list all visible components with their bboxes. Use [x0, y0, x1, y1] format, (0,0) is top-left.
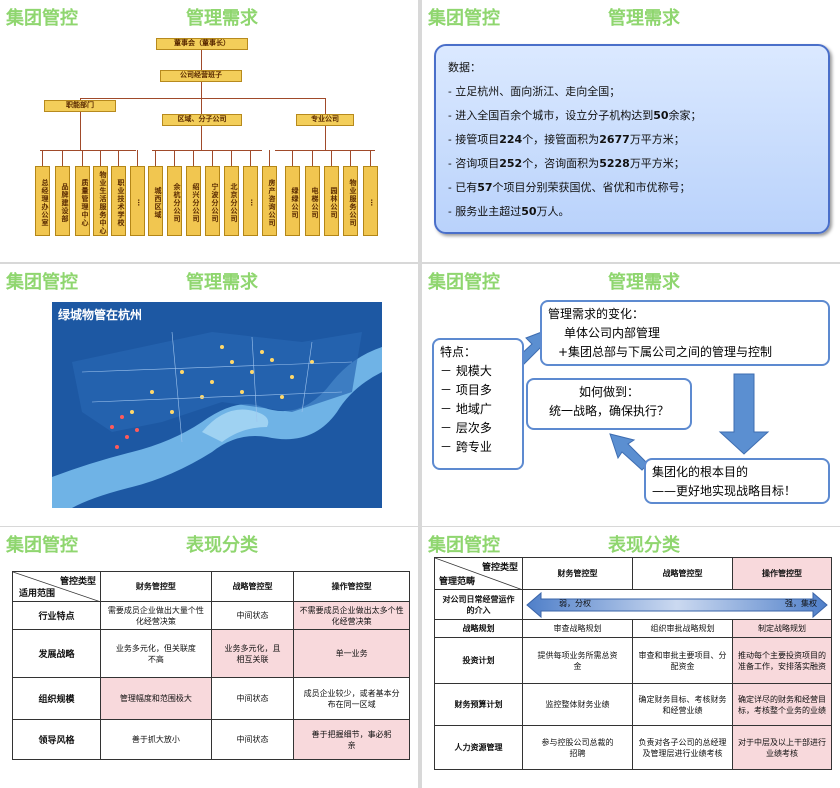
- intervention-arrow: [526, 591, 828, 618]
- slide-title-left: 集团管控: [6, 535, 78, 556]
- goal-text: ——更好地实现战略目标！: [652, 484, 797, 498]
- slide-title-left: 集团管控: [6, 8, 78, 29]
- data-line-6: - 服务业主超过50万人。: [448, 205, 570, 218]
- data-heading: 数据：: [448, 61, 481, 74]
- org-leaf: 北京分公司: [224, 166, 239, 236]
- org-leaf: 职业技术学校: [111, 166, 126, 236]
- org-leaf: 宁波分公司: [205, 166, 220, 236]
- org-leaf: …: [363, 166, 378, 236]
- slide-title-right: 管理需求: [608, 8, 680, 29]
- change-heading: 管理需求的变化：: [548, 307, 645, 321]
- hangzhou-map: 绿城物管在杭州: [52, 302, 382, 508]
- org-leaf: …: [243, 166, 258, 236]
- feature-2: － 项目多: [440, 383, 492, 397]
- org-leaf: 品牌建设部: [55, 166, 70, 236]
- control-scope-table: 管控类型 管理范畴 财务管控型 战略管控型 操作管控型 对公司日常经营运作的介入…: [434, 557, 832, 770]
- slide-title-left: 集团管控: [6, 272, 78, 293]
- feature-4: － 层次多: [440, 421, 492, 435]
- org-region: 区域、分子公司: [162, 114, 242, 126]
- map-title: 绿城物管在杭州: [58, 308, 143, 322]
- org-leaf: 绿绿公司: [285, 166, 300, 236]
- goal-heading: 集团化的根本目的: [652, 465, 749, 479]
- how-text: 统一战略，确保执行？: [548, 404, 669, 418]
- how-box: 如何做到： 统一战略，确保执行？: [526, 378, 692, 430]
- slide-data: 集团管控 管理需求 数据： - 立足杭州、面向浙江、走向全国； - 进入全国百余…: [422, 0, 840, 262]
- slide-title-left: 集团管控: [428, 8, 500, 29]
- table-row: 对公司日常经营运作的介入 弱，分权 强，集权: [434, 589, 832, 620]
- org-leaf: 园林公司: [324, 166, 339, 236]
- table-row: 发展战略 业务多元化，但关联度不高 业务多元化，且相互关联 单一业务: [12, 629, 410, 678]
- change-item-2: +集团总部与下属公司之间的管理与控制: [558, 345, 773, 359]
- change-box: 管理需求的变化： 单体公司内部管理 +集团总部与下属公司之间的管理与控制: [540, 300, 830, 366]
- table-row: 组织规模 管理幅度和范围极大 中间状态 成员企业较少，或者基本分布在同一区域: [12, 677, 410, 720]
- slide-title-right: 管理需求: [186, 8, 258, 29]
- slide-map: 集团管控 管理需求 绿城物管在杭州: [0, 264, 418, 526]
- col-header-2: 战略管控型: [632, 557, 733, 590]
- table-row: 行业特点 需要成员企业做出大量个性化经营决策 中间状态 不需要成员企业做出太多个…: [12, 601, 410, 630]
- intervention-arrow-cell: 弱，分权 强，集权: [522, 589, 832, 620]
- change-item-1: 单体公司内部管理: [564, 326, 661, 340]
- table-row: 领导风格 善于抓大放小 中间状态 善于把握细节，事必躬亲: [12, 719, 410, 760]
- org-leaf: 城西区域: [148, 166, 163, 236]
- col-header-2: 战略管控型: [210, 571, 295, 602]
- how-heading: 如何做到：: [578, 385, 639, 399]
- slide-title-right: 表现分类: [608, 535, 680, 556]
- data-box: 数据： - 立足杭州、面向浙江、走向全国； - 进入全国百余个城市，设立分子机构…: [434, 44, 830, 234]
- org-hq: 公司经营班子: [160, 70, 242, 82]
- control-types-table: 管控类型 适用范围 财务管控型 战略管控型 操作管控型 行业特点 需要成员企业做…: [12, 571, 410, 760]
- org-leaf: 总经理办公室: [35, 166, 50, 236]
- slide-title-left: 集团管控: [428, 272, 500, 293]
- org-leaf: 房产咨询公司: [262, 166, 277, 236]
- org-leaf: 物业服务公司: [343, 166, 358, 236]
- slide-control-types: 集团管控 表现分类 管控类型 适用范围 财务管控型 战略管控型 操作管控型 行业…: [0, 527, 418, 788]
- data-line-3: - 接管项目224个，接管面积为2677万平方米；: [448, 133, 685, 146]
- col-header-1: 财务管控型: [100, 571, 212, 602]
- org-leaf: 质量管理中心: [75, 166, 90, 236]
- org-leaf: 余杭分公司: [167, 166, 182, 236]
- table-row: 投资计划 提供每项业务所需总资金 审查和审批主要项目、分配资金 推动每个主要投资…: [434, 637, 832, 684]
- table-corner: 管控类型 适用范围: [12, 571, 101, 602]
- table-row: 战略规划 审查战略规划 组织审批战略规划 制定战略规划: [434, 619, 832, 638]
- map-graphic: [52, 302, 382, 508]
- col-header-3: 操作管控型: [732, 557, 832, 590]
- col-header-1: 财务管控型: [522, 557, 633, 590]
- slide-org-chart: 集团管控 管理需求 董事会（董事长） 公司经营班子 职能部门 区域、分子公司 专…: [0, 0, 418, 262]
- feature-1: － 规模大: [440, 364, 492, 378]
- data-line-4: - 咨询项目252个，咨询面积为5228万平方米；: [448, 157, 685, 170]
- org-leaf: 电梯公司: [305, 166, 320, 236]
- org-board: 董事会（董事长）: [156, 38, 248, 50]
- features-box: 特点： － 规模大 － 项目多 － 地域广 － 层次多 － 跨专业: [432, 338, 524, 470]
- table-corner: 管控类型 管理范畴: [434, 557, 523, 590]
- data-line-5: - 已有57个项目分别荣获国优、省优和市优称号；: [448, 181, 691, 194]
- slide-control-scope: 集团管控 表现分类 管控类型 管理范畴 财务管控型 战略管控型 操作管控型 对公…: [422, 527, 840, 788]
- org-dept: 职能部门: [44, 100, 116, 112]
- org-leaf: 物业生活服务中心: [93, 166, 108, 236]
- org-leaf: …: [130, 166, 145, 236]
- slide-title-left: 集团管控: [428, 535, 500, 556]
- features-heading: 特点：: [440, 345, 477, 359]
- feature-3: － 地域广: [440, 402, 492, 416]
- data-line-2: - 进入全国百余个城市，设立分子机构达到50余家；: [448, 109, 702, 122]
- table-row: 财务预算计划 监控整体财务业绩 确定财务目标、考核财务和经营业绩 确定详尽的财务…: [434, 683, 832, 726]
- data-line-1: - 立足杭州、面向浙江、走向全国；: [448, 85, 621, 98]
- slide-title-right: 管理需求: [608, 272, 680, 293]
- feature-5: － 跨专业: [440, 440, 492, 454]
- slide-title-right: 表现分类: [186, 535, 258, 556]
- goal-box: 集团化的根本目的 ——更好地实现战略目标！: [644, 458, 830, 504]
- slide-title-right: 管理需求: [186, 272, 258, 293]
- slide-needs: 集团管控 管理需求 特点： － 规模大 － 项目多 － 地域广 － 层次多 － …: [422, 264, 840, 526]
- org-leaf: 绍兴分公司: [186, 166, 201, 236]
- org-pro: 专业公司: [296, 114, 354, 126]
- col-header-3: 操作管控型: [293, 571, 410, 602]
- table-row: 人力资源管理 参与控股公司总裁的招聘 负责对各子公司的总经理及管理层进行业绩考核…: [434, 725, 832, 770]
